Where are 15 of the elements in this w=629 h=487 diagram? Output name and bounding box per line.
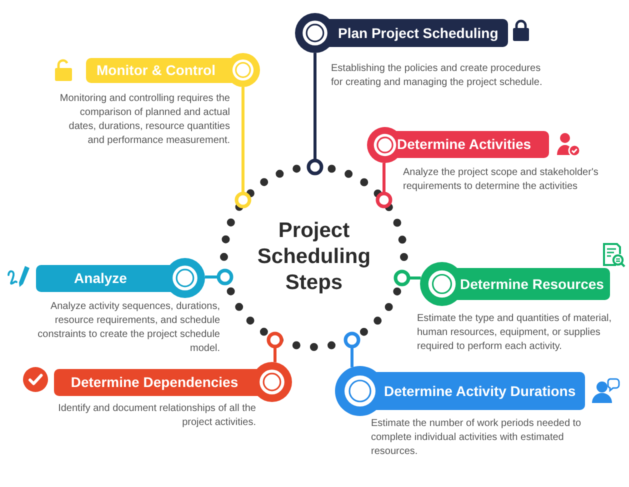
- description-text: Analyze the project scope and stakeholder's requirements to determine the activities: [403, 166, 600, 194]
- step-title: Analyze: [74, 270, 127, 287]
- description-text: Estimate the number of work periods needed to complete individual activities with estimated resources.: [371, 417, 582, 459]
- description-text: Estimate the type and quantities of material, human resources, equipment, or supplies required to perform each activity.: [417, 312, 613, 354]
- step-title: Monitor & Control: [96, 62, 216, 79]
- step-title: Determine Resources: [460, 276, 604, 292]
- step-title: Determine Activity Durations: [384, 382, 576, 400]
- step-title: Determine Dependencies: [70, 374, 238, 391]
- description-text: Establishing the policies and create procedures for creating and managing the project schedule.: [331, 62, 543, 90]
- description-text: Analyze activity sequences, durations, resource requirements, and schedule constraints to create the project schedule model.: [36, 300, 220, 356]
- step-title: Plan Project Scheduling: [338, 24, 498, 42]
- description-text: Identify and document relationships of all the project activities.: [57, 402, 256, 430]
- hub-title: Project Scheduling Steps: [256, 218, 372, 296]
- step-title: Determine Activities: [397, 136, 532, 153]
- description-text: Monitoring and controlling requires the comparison of planned and actual dates, durations, resource quantities and performance measurement.: [58, 92, 230, 148]
